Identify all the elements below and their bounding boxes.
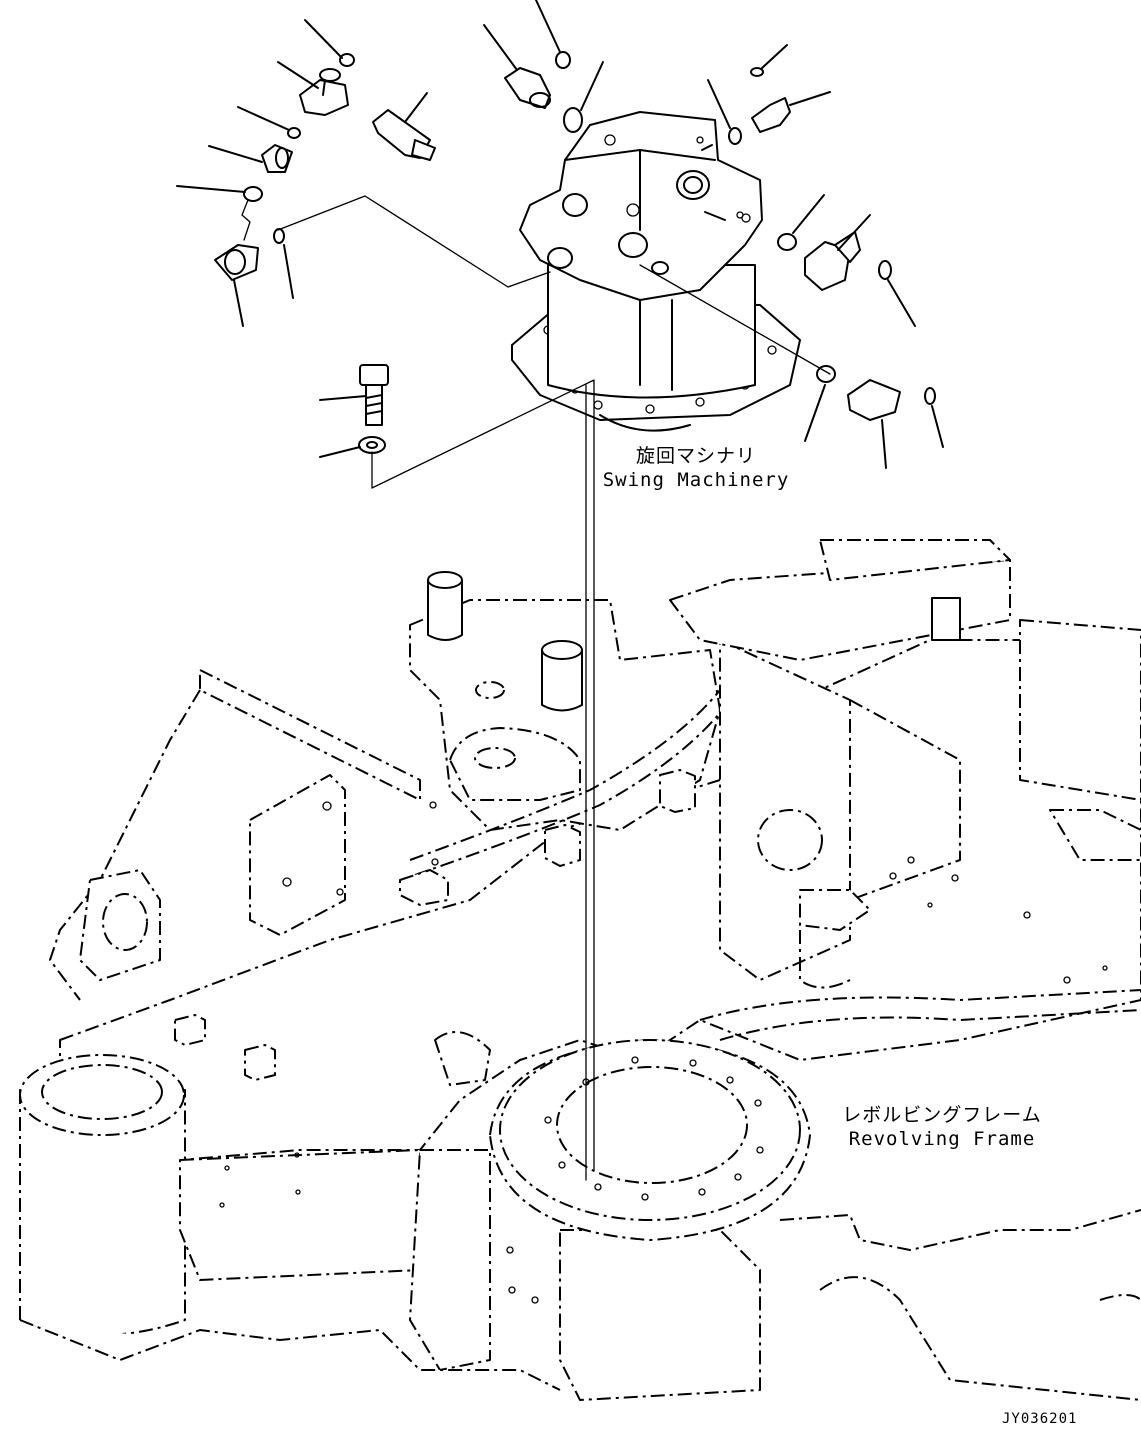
frame-left-arm <box>200 670 420 800</box>
fittings-right <box>505 52 935 420</box>
drawing-id: JY036201 <box>1002 1411 1078 1427</box>
mounting-bolt <box>359 365 388 453</box>
frame-deck <box>60 640 1141 1230</box>
leader-lines <box>177 0 943 1180</box>
fittings-left <box>215 54 435 280</box>
label-revolving-frame-jp: レボルビングフレーム <box>842 1104 1042 1126</box>
revolving-frame <box>20 540 1141 1400</box>
label-swing-machinery-en: Swing Machinery <box>602 469 790 491</box>
swing-machinery <box>512 112 800 431</box>
frame-swing-ring <box>490 1040 810 1240</box>
label-swing-machinery-jp: 旋回マシナリ <box>635 445 757 467</box>
frame-side-plate <box>250 775 345 935</box>
label-revolving-frame-en: Revolving Frame <box>848 1128 1036 1150</box>
frame-post-right <box>542 650 582 711</box>
frame-post-left <box>428 580 462 640</box>
frame-left-boss <box>80 870 160 980</box>
